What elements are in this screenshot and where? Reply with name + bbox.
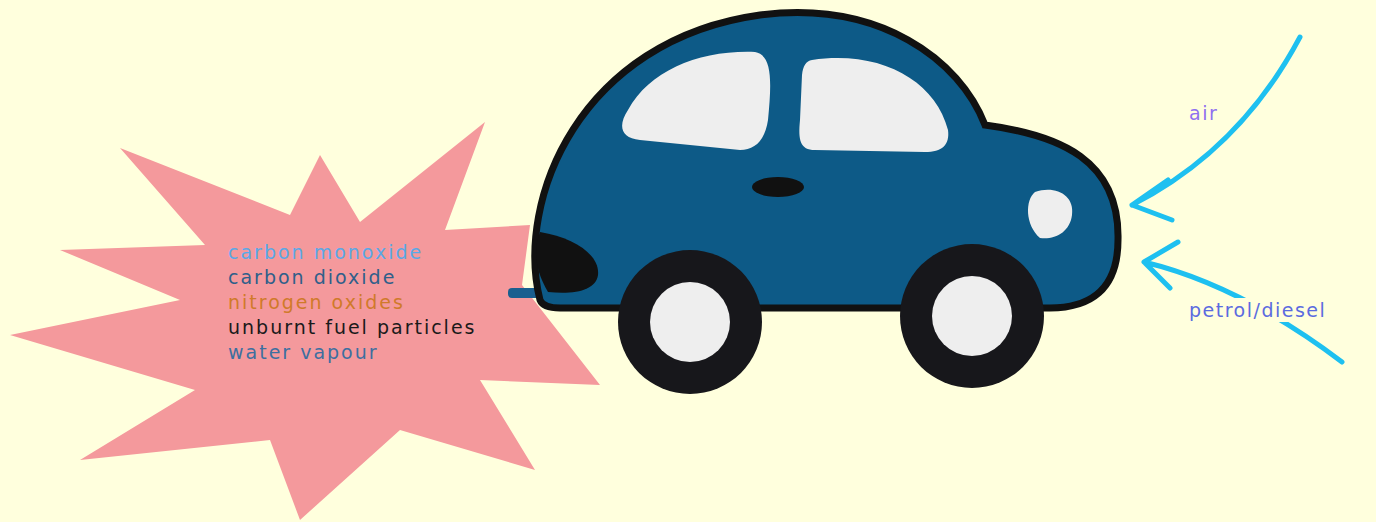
emission-list: carbon monoxidecarbon dioxidenitrogen ox… [228, 240, 477, 365]
emission-text: nitrogen oxides [228, 290, 477, 315]
front-wheel [900, 244, 1044, 388]
rear-hub [650, 282, 730, 362]
rear-window [622, 52, 770, 150]
starburst-outline [10, 122, 600, 520]
air-arrow [1132, 37, 1300, 220]
emission-burst: carbon monoxidecarbon dioxidenitrogen ox… [10, 120, 610, 522]
front-window [799, 58, 948, 152]
headlight [1028, 190, 1072, 239]
input-label: air [1186, 101, 1221, 125]
door-handle [752, 177, 804, 197]
input-label: petrol/diesel [1186, 298, 1329, 322]
emission-text: carbon dioxide [228, 265, 477, 290]
car-body [535, 13, 1118, 308]
rear-wheel [618, 250, 762, 394]
tail-light [536, 232, 598, 293]
emission-text: water vapour [228, 340, 477, 365]
emission-text: unburnt fuel particles [228, 315, 477, 340]
fuel-arrow [1144, 242, 1342, 362]
front-hub [932, 276, 1012, 356]
emission-text: carbon monoxide [228, 240, 477, 265]
